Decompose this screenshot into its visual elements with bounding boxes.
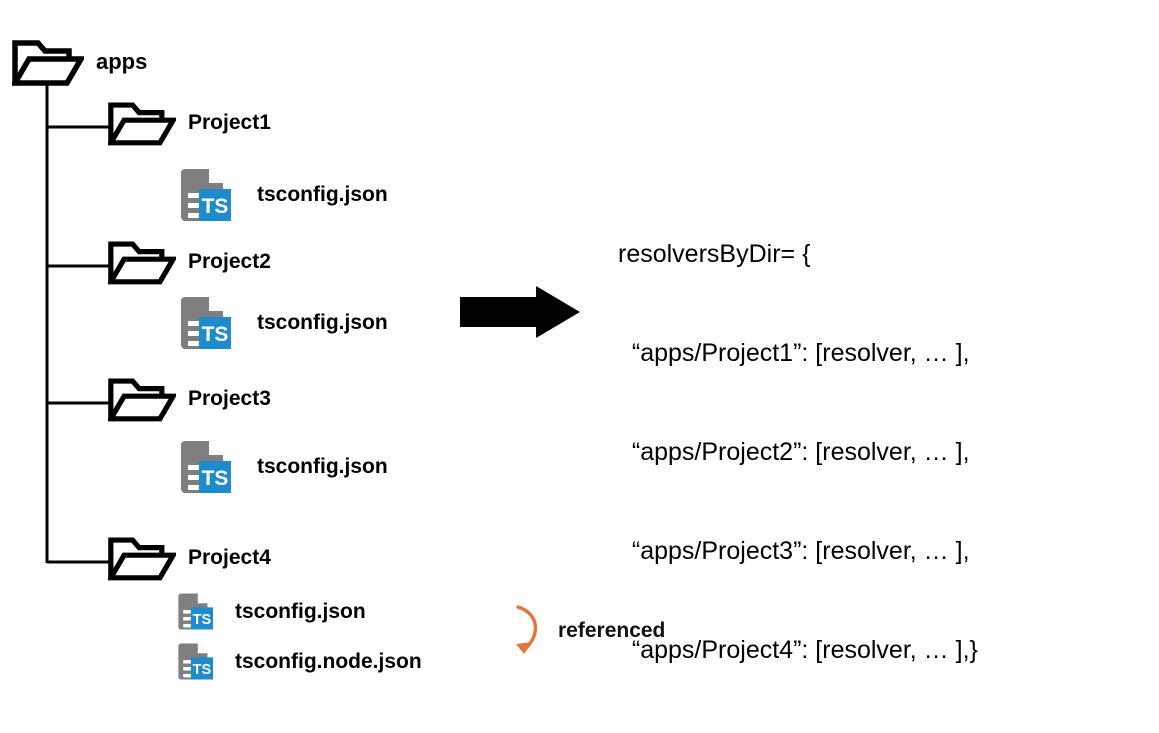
tree-file-project2-tsconfig[interactable]: TS tsconfig.json xyxy=(179,295,388,351)
folder-icon xyxy=(108,102,176,146)
ts-badge-text: TS xyxy=(193,612,212,628)
code-line-0: resolversByDir= { xyxy=(618,240,811,268)
code-line-1: “apps/Project1”: [resolver, … ], xyxy=(618,339,970,367)
referenced-label: referenced xyxy=(558,619,666,642)
tree-node-label-project2: Project2 xyxy=(188,250,271,273)
ts-file-icon: TS xyxy=(181,441,231,493)
ts-file-icon: TS xyxy=(178,643,213,680)
tree-file-label-project4-tsconfig: tsconfig.json xyxy=(235,599,366,623)
tree-file-project1-tsconfig[interactable]: TS tsconfig.json xyxy=(179,167,388,223)
ts-file-icon: TS xyxy=(181,169,231,221)
tree-node-label-project3: Project3 xyxy=(188,387,271,410)
tree-node-apps[interactable]: apps xyxy=(12,38,147,86)
tree-node-label-project1: Project1 xyxy=(188,111,271,134)
tree-file-label-project3-tsconfig: tsconfig.json xyxy=(257,455,388,478)
tree-file-project3-tsconfig[interactable]: TS tsconfig.json xyxy=(179,439,388,495)
right-arrow-icon xyxy=(460,286,580,338)
tree-file-label-project2-tsconfig: tsconfig.json xyxy=(257,311,388,334)
curved-arrow-icon xyxy=(516,605,538,654)
tree-file-project4-tsconfig-node[interactable]: TS tsconfig.node.json xyxy=(177,642,422,681)
ts-file-icon: TS xyxy=(181,297,231,349)
tree-file-label-project1-tsconfig: tsconfig.json xyxy=(257,183,388,206)
folder-icon xyxy=(108,537,176,581)
tree-file-project4-tsconfig[interactable]: TS tsconfig.json xyxy=(177,592,366,631)
folder-icon xyxy=(108,378,176,422)
ts-file-icon: TS xyxy=(178,593,213,630)
ts-badge-text: TS xyxy=(202,195,229,218)
diagram-canvas: apps Project1 TS tsconfig.json Project2 xyxy=(12,38,978,681)
referenced-annotation: referenced xyxy=(508,600,665,662)
ts-badge-text: TS xyxy=(193,662,212,678)
folder-icon xyxy=(108,241,176,285)
ts-badge-text: TS xyxy=(202,323,229,346)
tree-node-project1[interactable]: Project1 xyxy=(108,100,271,146)
tree-node-project4[interactable]: Project4 xyxy=(108,535,271,581)
tree-node-project3[interactable]: Project3 xyxy=(108,376,271,422)
resolvers-code-block: resolversByDir= { “apps/Project1”: [reso… xyxy=(618,172,978,733)
tree-node-label-project4: Project4 xyxy=(188,546,271,569)
code-line-3: “apps/Project3”: [resolver, … ], xyxy=(618,537,970,565)
tree-node-label-apps: apps xyxy=(96,49,148,74)
code-line-2: “apps/Project2”: [resolver, … ], xyxy=(618,438,970,466)
ts-badge-text: TS xyxy=(202,467,229,490)
code-line-4: “apps/Project4”: [resolver, … ],} xyxy=(618,636,978,664)
tree-node-project2[interactable]: Project2 xyxy=(108,239,271,285)
tree-file-label-project4-tsconfig-node: tsconfig.node.json xyxy=(235,649,422,673)
folder-icon xyxy=(12,40,84,86)
